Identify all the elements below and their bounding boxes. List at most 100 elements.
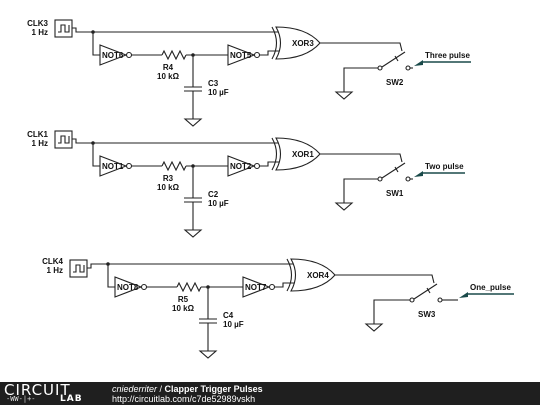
not-gate-bubble <box>125 162 133 170</box>
clock-source[interactable] <box>54 130 73 149</box>
wire <box>107 264 115 288</box>
ground-triangle <box>198 350 218 359</box>
resistor-zigzag[interactable] <box>161 160 187 172</box>
ground-triangle <box>334 202 354 211</box>
xor-gate[interactable]: XOR4 <box>286 258 336 292</box>
net-label-flag <box>459 292 468 298</box>
switch-label: SW1 <box>386 189 404 198</box>
wire <box>343 178 378 199</box>
not-gate[interactable]: NOT1 <box>99 155 133 177</box>
not-gate-body <box>242 276 271 298</box>
clock-wave-icon <box>58 135 70 144</box>
not-gate-label: NOT8 <box>117 283 139 292</box>
switch-terminal-right <box>405 176 411 182</box>
switch-common-terminal <box>377 65 383 71</box>
clock-frequency: 1 Hz <box>32 28 48 37</box>
ground-triangle <box>183 229 203 238</box>
xor-gate-label: XOR1 <box>292 150 314 159</box>
resistor-value: 10 kΩ <box>157 183 180 192</box>
switch-common-terminal <box>377 176 383 182</box>
clock-source[interactable] <box>54 19 73 38</box>
ground-triangle <box>183 118 203 127</box>
logo-glyphs: -WW-|+- <box>6 395 36 403</box>
ground-symbol <box>183 115 203 127</box>
not-gate-label: NOT6 <box>102 51 124 60</box>
not-gate-bubble <box>125 51 133 59</box>
ground-symbol <box>183 226 203 238</box>
net-label-text: Two pulse <box>425 162 464 171</box>
capacitor-name: C3 <box>208 79 219 88</box>
ground-triangle <box>364 323 384 332</box>
not-gate-label: NOT1 <box>102 162 124 171</box>
switch-label: SW2 <box>386 78 404 87</box>
output-net-label[interactable]: One_pulse <box>459 283 514 298</box>
credit-line: cniederriter / Clapper Trigger Pulses <box>112 384 263 394</box>
wire <box>373 299 410 320</box>
switch-actuator <box>426 287 431 294</box>
not-gate[interactable]: NOT2 <box>227 155 261 177</box>
clock-wave-icon <box>73 264 85 273</box>
not-gate[interactable]: NOT8 <box>114 276 148 298</box>
resistor-name: R3 <box>163 174 174 183</box>
not-gate-bubble <box>268 283 276 291</box>
logo-lab: LAB <box>60 394 83 404</box>
not-gate-body <box>114 276 143 298</box>
ground-symbol <box>198 347 218 359</box>
author-link[interactable]: cniederriter <box>112 384 158 394</box>
clock-frequency: 1 Hz <box>47 266 63 275</box>
circuitlab-logo[interactable]: CIRCUIT -WW-|+- LAB <box>4 381 90 404</box>
not-gate-bubble <box>140 283 148 291</box>
wire <box>343 67 378 88</box>
capacitor-name: C4 <box>223 311 234 320</box>
wire <box>72 27 282 33</box>
switch-terminal-right <box>405 65 411 71</box>
wire <box>320 42 403 52</box>
capacitor-value: 10 µF <box>208 199 229 208</box>
switch[interactable]: SW1 <box>377 162 411 198</box>
ground-triangle <box>334 91 354 100</box>
capacitor-name: C2 <box>208 190 219 199</box>
logo-wordmark: CIRCUIT <box>4 381 71 399</box>
switch[interactable]: SW2 <box>377 51 411 87</box>
switch-blade <box>381 51 406 68</box>
net-label-text: Three pulse <box>425 51 470 60</box>
not-gate[interactable]: NOT5 <box>227 44 261 66</box>
xor-gate-body <box>275 26 321 60</box>
wire <box>92 143 100 167</box>
capacitor-value: 10 µF <box>223 320 244 329</box>
clock-frequency: 1 Hz <box>32 139 48 148</box>
switch[interactable]: SW3 <box>409 283 443 319</box>
wire <box>92 32 100 56</box>
xor-gate[interactable]: XOR1 <box>271 137 321 171</box>
resistor-value: 10 kΩ <box>157 72 180 81</box>
xor-gate-label: XOR4 <box>307 271 329 280</box>
wire <box>320 153 403 163</box>
credit-separator: / <box>157 384 165 394</box>
wire <box>72 138 282 144</box>
xor-gate-body <box>275 137 321 171</box>
net-label-text: One_pulse <box>470 283 511 292</box>
resistor-name: R4 <box>163 63 174 72</box>
ground-symbol <box>334 199 354 211</box>
clock-name: CLK4 <box>42 257 63 266</box>
switch-blade <box>413 283 438 300</box>
circuit-url[interactable]: http://circuitlab.com/c7de52989vskh <box>112 394 256 404</box>
output-net-label[interactable]: Two pulse <box>414 162 465 177</box>
wire <box>87 263 297 269</box>
not-gate[interactable]: NOT7 <box>242 276 276 298</box>
wire <box>335 274 435 284</box>
clock-source[interactable] <box>69 259 88 278</box>
not-gate-body <box>227 155 256 177</box>
switch-terminal-right <box>437 297 443 303</box>
xor-gate-back-curve <box>271 26 278 60</box>
xor-gate-body <box>290 258 336 292</box>
resistor-zigzag[interactable] <box>176 281 202 293</box>
not-gate-body <box>227 44 256 66</box>
not-gate[interactable]: NOT6 <box>99 44 133 66</box>
output-net-label[interactable]: Three pulse <box>414 51 471 66</box>
xor-gate-back-curve <box>271 137 278 171</box>
xor-gate[interactable]: XOR3 <box>271 26 321 60</box>
resistor-zigzag[interactable] <box>161 49 187 61</box>
